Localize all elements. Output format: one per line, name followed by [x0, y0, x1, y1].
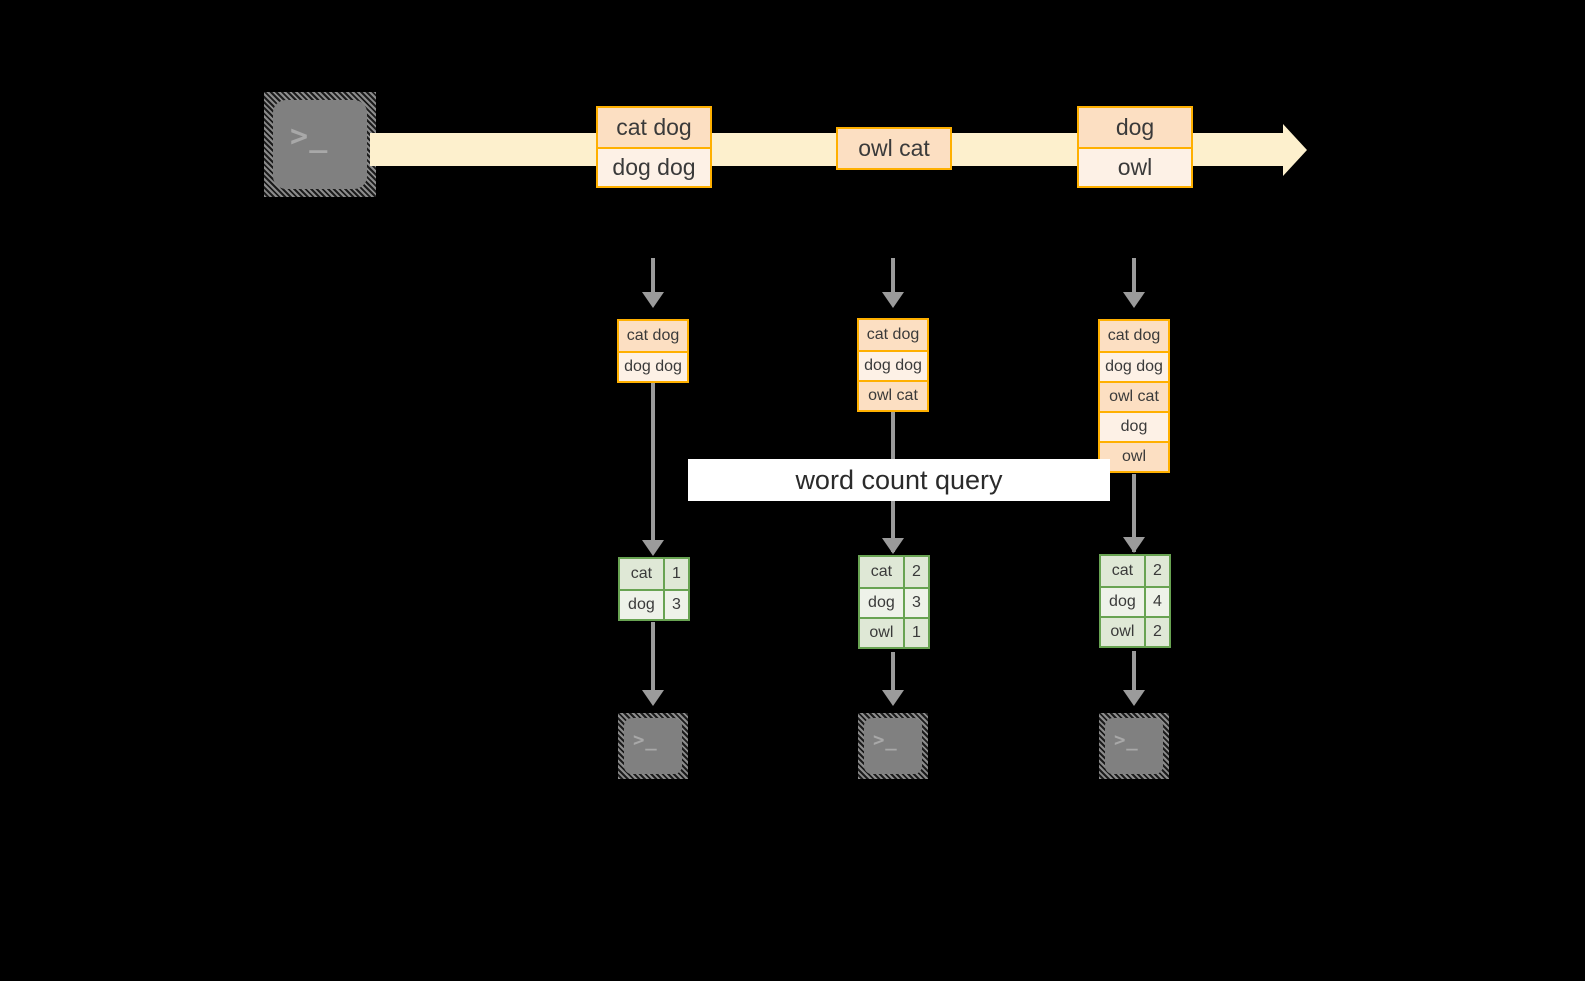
table-row: cat 1	[620, 559, 688, 589]
terminal-prompt-glyph: >_	[1114, 729, 1139, 751]
stream-tap-arrowhead-3	[1123, 292, 1145, 308]
snapshot-2-sink-terminal-icon: >_	[858, 713, 928, 779]
stream-event-1[interactable]: cat dog dog dog	[596, 106, 712, 188]
result-count: 3	[662, 591, 688, 619]
result-count: 2	[1143, 618, 1169, 646]
snapshot-3-records[interactable]: cat dog dog dog owl cat dog owl	[1098, 319, 1170, 473]
result-count: 3	[902, 589, 928, 617]
table-row: dog 3	[860, 587, 928, 617]
table-row: cat 2	[860, 557, 928, 587]
terminal-prompt-glyph: >_	[873, 729, 898, 751]
terminal-body	[1105, 718, 1163, 774]
event-stream-arrowhead	[1283, 124, 1310, 176]
table-row: dog 3	[620, 589, 688, 619]
stream-tap-line-2	[891, 258, 895, 296]
table-row: owl 1	[860, 617, 928, 647]
result-word: cat	[1101, 556, 1144, 586]
source-terminal-icon: >_	[264, 92, 376, 197]
word-count-query-banner: word count query	[688, 459, 1110, 501]
terminal-body	[864, 718, 922, 774]
terminal-prompt-glyph: >_	[290, 119, 329, 154]
snapshot-1-result-table[interactable]: cat 1 dog 3	[618, 557, 690, 621]
sink-arrowhead-3	[1123, 690, 1145, 706]
result-word: dog	[620, 591, 663, 619]
snapshot-1-sink-terminal-icon: >_	[618, 713, 688, 779]
result-word: cat	[860, 557, 903, 587]
query-arrowhead-2	[882, 538, 904, 554]
stream-event-line: owl cat	[838, 129, 950, 168]
snapshot-record-line: dog dog	[1100, 351, 1168, 381]
query-arrowhead-3	[1123, 537, 1145, 553]
sink-line-1	[651, 622, 655, 697]
terminal-body	[624, 718, 682, 774]
result-count: 4	[1143, 588, 1169, 616]
result-word: owl	[1101, 618, 1144, 646]
query-arrowhead-1	[642, 540, 664, 556]
stream-event-line: cat dog	[598, 108, 710, 147]
snapshot-2-result-table[interactable]: cat 2 dog 3 owl 1	[858, 555, 930, 649]
sink-line-3	[1132, 651, 1136, 697]
stream-tap-line-3	[1132, 258, 1136, 296]
stream-event-line: owl	[1079, 147, 1191, 186]
stream-tap-arrowhead-2	[882, 292, 904, 308]
snapshot-2-records[interactable]: cat dog dog dog owl cat	[857, 318, 929, 412]
snapshot-record-line: owl	[1100, 441, 1168, 471]
result-word: dog	[860, 589, 903, 617]
result-count: 1	[662, 559, 688, 589]
stream-tap-line-1	[651, 258, 655, 296]
stream-event-3[interactable]: dog owl	[1077, 106, 1193, 188]
snapshot-record-line: cat dog	[1100, 321, 1168, 351]
sink-arrowhead-2	[882, 690, 904, 706]
snapshot-record-line: dog	[1100, 411, 1168, 441]
snapshot-3-sink-terminal-icon: >_	[1099, 713, 1169, 779]
table-row: cat 2	[1101, 556, 1169, 586]
snapshot-record-line: cat dog	[859, 320, 927, 350]
terminal-prompt-glyph: >_	[633, 729, 658, 751]
stream-tap-arrowhead-1	[642, 292, 664, 308]
query-line-1	[651, 383, 655, 553]
snapshot-record-line: dog dog	[859, 350, 927, 380]
result-count: 1	[902, 619, 928, 647]
result-word: cat	[620, 559, 663, 589]
query-line-3	[1132, 474, 1136, 552]
table-row: dog 4	[1101, 586, 1169, 616]
snapshot-record-line: dog dog	[619, 351, 687, 381]
snapshot-3-result-table[interactable]: cat 2 dog 4 owl 2	[1099, 554, 1171, 648]
stream-event-line: dog dog	[598, 147, 710, 186]
table-row: owl 2	[1101, 616, 1169, 646]
result-count: 2	[1143, 556, 1169, 586]
stream-event-2[interactable]: owl cat	[836, 127, 952, 170]
snapshot-record-line: owl cat	[1100, 381, 1168, 411]
snapshot-1-records[interactable]: cat dog dog dog	[617, 319, 689, 383]
result-word: dog	[1101, 588, 1144, 616]
sink-line-2	[891, 652, 895, 697]
stream-event-line: dog	[1079, 108, 1191, 147]
snapshot-record-line: owl cat	[859, 380, 927, 410]
result-count: 2	[902, 557, 928, 587]
result-word: owl	[860, 619, 903, 647]
sink-arrowhead-1	[642, 690, 664, 706]
snapshot-record-line: cat dog	[619, 321, 687, 351]
terminal-body	[273, 100, 367, 189]
